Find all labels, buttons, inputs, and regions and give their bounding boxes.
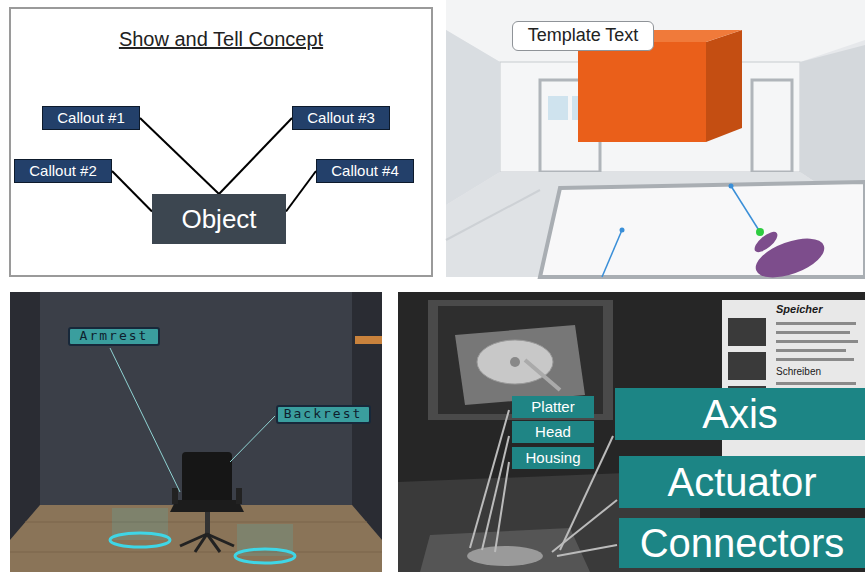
node-text: Platter — [531, 399, 574, 416]
part-label: Housing — [512, 447, 594, 469]
chair-seat — [170, 500, 244, 512]
door-frame — [752, 80, 792, 172]
picture-frame — [428, 300, 613, 420]
pointer-dot — [756, 228, 764, 236]
hdd-model-platter — [467, 546, 543, 566]
cube-side — [706, 30, 742, 142]
node-text: Callout #4 — [331, 163, 399, 180]
callout-connector — [219, 118, 292, 194]
part-label: Head — [512, 421, 594, 443]
callout-connector — [140, 118, 219, 194]
node-text: Callout #1 — [57, 110, 125, 127]
part-label: Armrest — [68, 327, 160, 346]
node-text: Armrest — [80, 329, 149, 343]
board-tab — [728, 318, 766, 346]
node-text: Head — [535, 424, 571, 441]
object-box: Object — [152, 194, 286, 244]
leader-line — [110, 348, 180, 492]
node-text: Callout #3 — [307, 110, 375, 127]
node-text: Connectors — [640, 521, 845, 565]
callout-connector — [286, 171, 316, 212]
part-label: Platter — [512, 396, 594, 418]
panel-title: Show and Tell Concept — [119, 28, 323, 51]
chair-back — [182, 452, 232, 504]
panel-frame — [10, 8, 432, 276]
wood-floor — [10, 505, 382, 572]
hdd-spindle — [510, 357, 520, 367]
node-text: Axis — [702, 392, 778, 436]
callout-box: Callout #2 — [14, 159, 112, 183]
cube-front — [578, 42, 706, 142]
board-text: Speicher — [776, 303, 822, 315]
controller-ray — [602, 230, 622, 277]
board-text: Schreiben — [776, 366, 821, 377]
vr-room-screenshot — [446, 0, 865, 285]
vr-label: Template Text — [512, 21, 654, 51]
ray-dot — [620, 228, 625, 233]
chair-post — [205, 512, 210, 534]
node-text: Actuator — [668, 460, 817, 504]
callout-box: Callout #4 — [316, 159, 414, 183]
left-wall — [10, 292, 40, 540]
callout-box: Callout #1 — [42, 106, 140, 130]
hdd-platter-photo — [477, 340, 553, 384]
controller-ray — [731, 186, 760, 232]
part-label: Backrest — [276, 405, 371, 424]
room-ground — [10, 292, 382, 572]
room-ground — [398, 292, 865, 572]
floor-stripe — [446, 190, 540, 240]
hdd-housing-photo — [455, 325, 585, 405]
node-text: Callout #2 — [29, 163, 97, 180]
room-ground — [446, 0, 865, 277]
hand-tool — [355, 336, 382, 344]
leader-lines — [470, 410, 617, 556]
part-label: Connectors — [619, 518, 865, 568]
hdd-model — [420, 528, 590, 572]
ray-dot — [729, 184, 734, 189]
leader-line — [230, 416, 275, 462]
floor-plank — [25, 522, 367, 523]
chair-armrest — [236, 488, 242, 504]
callout-connector — [112, 171, 152, 212]
chair-armrest — [172, 488, 178, 504]
node-text: Housing — [525, 450, 580, 467]
node-text: Backrest — [284, 407, 363, 421]
board-text-lines — [776, 322, 858, 385]
teleport-ring — [235, 549, 295, 563]
teleport-ring — [110, 533, 170, 547]
board-tab — [728, 352, 766, 380]
part-label: Axis — [615, 388, 865, 440]
table — [540, 182, 865, 277]
chair-base — [180, 534, 234, 552]
node-text: Object — [181, 205, 256, 234]
chair-room-screenshot — [10, 292, 382, 572]
hdd-arm-photo — [525, 360, 560, 390]
vr-finger — [751, 228, 780, 255]
hdd-room-screenshot — [398, 292, 865, 572]
callout-box: Callout #3 — [292, 106, 390, 130]
node-text: Template Text — [528, 26, 639, 46]
window — [548, 96, 568, 120]
part-label: Actuator — [619, 456, 865, 508]
back-wall — [40, 292, 352, 505]
